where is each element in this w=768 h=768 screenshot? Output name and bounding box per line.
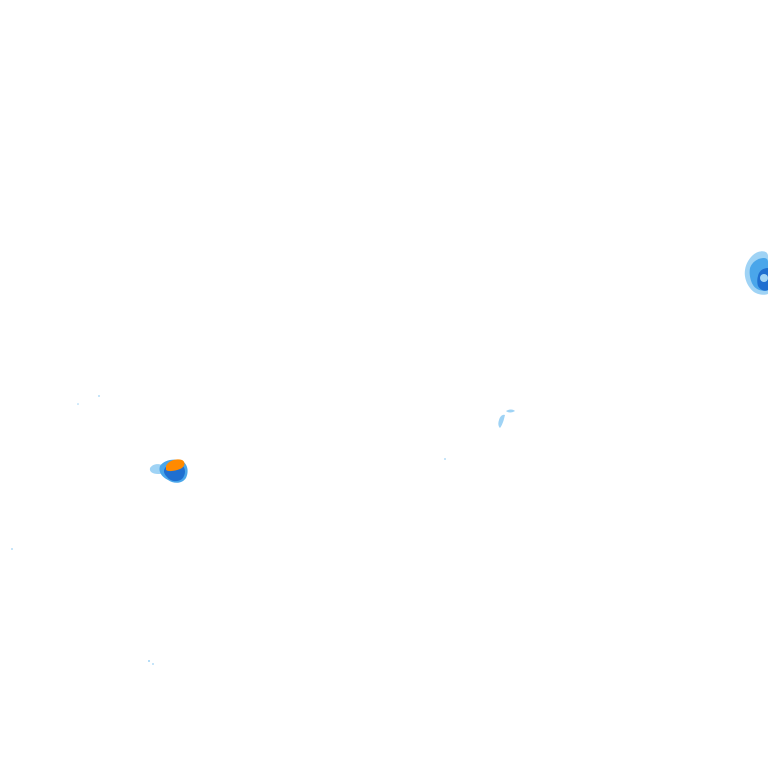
echo-light [506, 409, 515, 413]
echo-intense [166, 459, 185, 472]
echo-core-gap [760, 274, 768, 282]
speckle [98, 395, 100, 397]
speckle [148, 660, 150, 662]
echo-cluster-west [149, 459, 188, 483]
speckle [152, 663, 154, 665]
speckle [444, 458, 446, 460]
speckle [77, 403, 79, 405]
echo-light [498, 414, 505, 428]
speckle [11, 548, 13, 550]
echo-cluster-east-edge [744, 251, 768, 295]
echo-fleck-center [498, 409, 515, 428]
echo-speckles [11, 395, 446, 665]
